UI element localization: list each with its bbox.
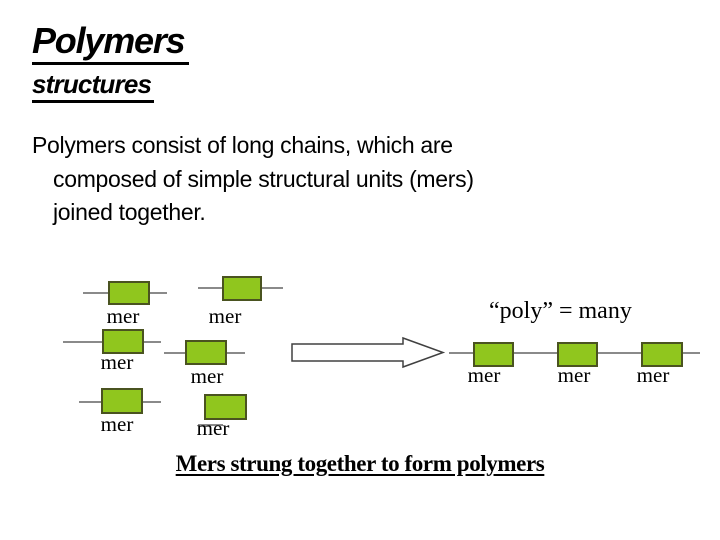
- mer-rect: [185, 340, 227, 365]
- mer-label: mer: [557, 363, 591, 387]
- mer-rect: [222, 276, 262, 301]
- subtitle-line: structures: [32, 65, 189, 103]
- mer-rect: [473, 342, 514, 367]
- mer-rect: [641, 342, 683, 367]
- page-title: Polymers: [32, 21, 189, 65]
- poly-equals-many-label: “poly” = many: [489, 298, 632, 324]
- right-block-arrow-icon: [291, 336, 446, 369]
- mer-rect: [102, 329, 144, 354]
- mer-rect: [108, 281, 150, 305]
- diagram-caption: Mers strung together to form polymers: [175, 451, 545, 476]
- body-line: joined together.: [53, 199, 206, 225]
- mer-connector-line: [198, 424, 223, 426]
- title-line: Polymers: [32, 21, 189, 65]
- mer-rect: [101, 388, 143, 414]
- mer-label: mer: [208, 304, 242, 328]
- mer-label: mer: [636, 363, 670, 387]
- body-paragraph: Polymers consist of long chains, which a…: [32, 129, 474, 230]
- mer-label: mer: [196, 416, 230, 440]
- mer-rect: [204, 394, 247, 420]
- mer-label: mer: [467, 363, 501, 387]
- mer-label: mer: [190, 364, 224, 388]
- body-line: composed of simple structural units (mer…: [53, 165, 474, 192]
- mer-label: mer: [100, 412, 134, 436]
- page-subtitle: structures: [32, 69, 155, 103]
- title-block: Polymers structures: [32, 21, 189, 103]
- mer-label: mer: [106, 304, 140, 328]
- body-line: Polymers consist of long chains, which a…: [32, 132, 453, 158]
- mer-label: mer: [100, 350, 134, 374]
- mer-rect: [557, 342, 598, 367]
